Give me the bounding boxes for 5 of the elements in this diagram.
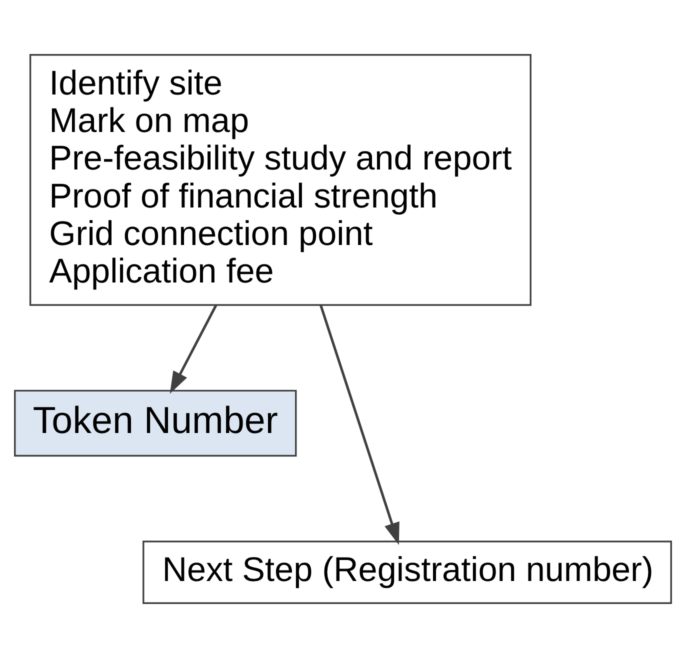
- arrow: [170, 304, 218, 394]
- arrow: [320, 304, 400, 544]
- node-box: Next Step (Registration number): [142, 540, 672, 604]
- node-box: Identify site Mark on map Pre-feasibility study and report Proof of financial strength Grid connection point Application fee: [29, 54, 532, 306]
- node-box: Token Number: [14, 389, 297, 456]
